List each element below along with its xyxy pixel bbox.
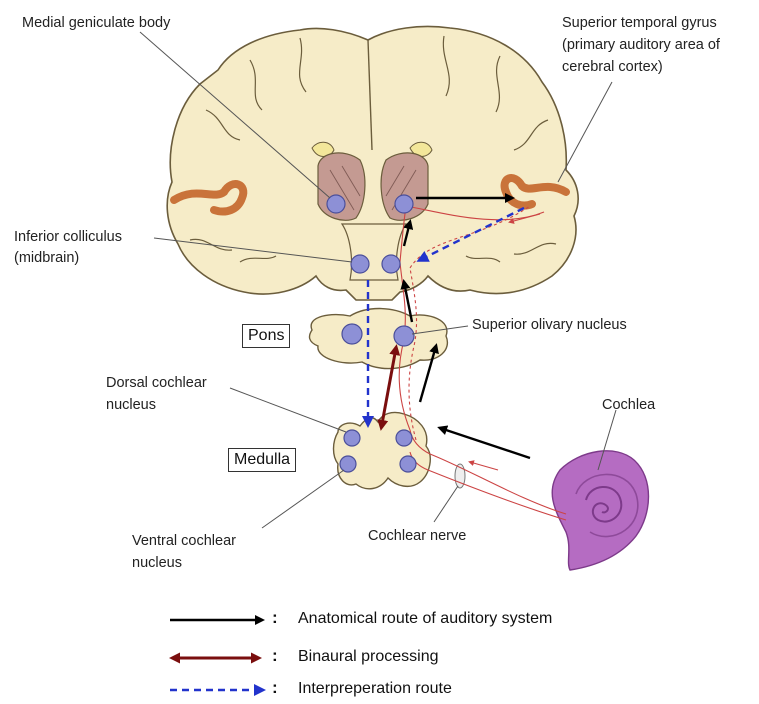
label-inferior-colliculus-line1: Inferior colliculus <box>14 228 122 247</box>
legend-colon-3: : <box>272 678 278 698</box>
inferior-colliculus-left <box>351 255 369 273</box>
pons-section <box>310 309 448 369</box>
ventral-cochlear-right <box>400 456 416 472</box>
label-superior-temporal-line3: cerebral cortex) <box>562 58 663 77</box>
legend-symbols <box>170 620 262 690</box>
label-ventral-cochlear-line2: nucleus <box>132 554 182 573</box>
superior-olivary-left <box>342 324 362 344</box>
dorsal-cochlear-left <box>344 430 360 446</box>
legend-anatomical-text: Anatomical route of auditory system <box>298 610 552 628</box>
legend-binaural-text: Binaural processing <box>298 648 439 666</box>
label-dorsal-cochlear-line1: Dorsal cochlear <box>106 374 207 393</box>
legend-colon-1: : <box>272 608 278 628</box>
legend-colon-2: : <box>272 646 278 666</box>
label-inferior-colliculus-line2: (midbrain) <box>14 249 79 268</box>
cerebrum-section <box>167 27 578 301</box>
label-medulla: Medulla <box>228 448 296 472</box>
ventral-cochlear-left <box>340 456 356 472</box>
label-cochlea: Cochlea <box>602 396 655 415</box>
label-superior-temporal-line2: (primary auditory area of <box>562 36 720 55</box>
label-superior-olivary: Superior olivary nucleus <box>472 316 627 335</box>
label-ventral-cochlear-line1: Ventral cochlear <box>132 532 236 551</box>
label-superior-temporal-line1: Superior temporal gyrus <box>562 14 717 33</box>
superior-olivary-right <box>394 326 414 346</box>
label-medial-geniculate: Medial geniculate body <box>22 14 170 33</box>
dorsal-cochlear-right <box>396 430 412 446</box>
label-cochlear-nerve: Cochlear nerve <box>368 527 466 546</box>
label-dorsal-cochlear-line2: nucleus <box>106 396 156 415</box>
label-pons: Pons <box>242 324 290 348</box>
medial-geniculate-right <box>395 195 413 213</box>
inferior-colliculus-right <box>382 255 400 273</box>
cochlea-shape <box>552 451 648 570</box>
legend-interpretation-text: Interpreperation route <box>298 680 452 698</box>
